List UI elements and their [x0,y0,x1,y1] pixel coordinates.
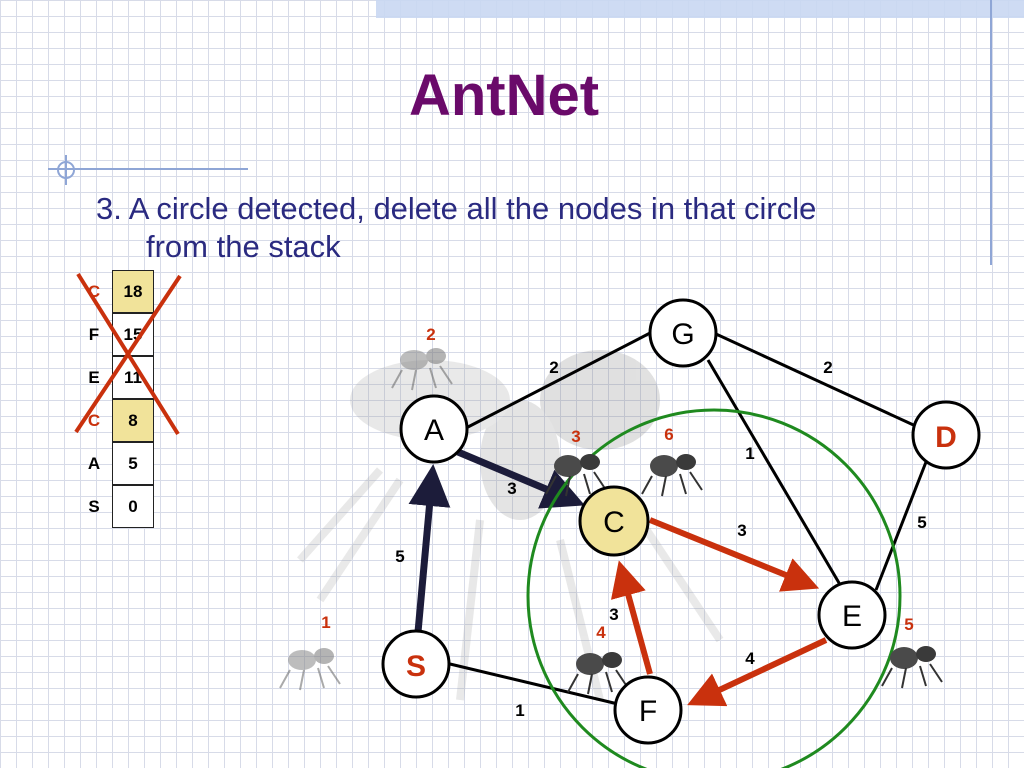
edge-weight: 3 [507,479,516,498]
cycle-arrow-c-e [648,517,820,592]
slide-rule-horizontal [48,168,248,170]
edge-weight: 5 [395,547,404,566]
node-label: F [639,695,657,728]
edge-s-f [449,662,619,706]
edge-weight: 1 [515,701,524,720]
edge-weight: 1 [745,444,754,463]
stack-row: S 0 [88,485,154,528]
node-f: F [613,675,683,745]
edge-weight: 3 [609,605,618,624]
edge-g-e [706,359,844,589]
ant-icon [279,648,341,691]
stack-row: E 11 [88,356,154,399]
stack-value: 11 [112,356,154,399]
slide-title: AntNet [408,63,600,128]
cycle-circle [526,408,902,768]
node-label: E [842,600,862,633]
ant-number: 3 [571,427,580,446]
cross-stroke-2 [74,274,182,434]
stack-label: E [88,368,100,387]
stack-label: A [87,454,101,473]
ant-icon [641,454,703,497]
node-label: D [935,421,957,454]
node-e: E [817,580,887,650]
slide-rule-vertical [990,0,992,265]
bullet-text: 3. A circle detected, delete all the nod… [96,190,946,266]
stack-table: C 18 F 15 E 11 C 8 A 5 S 0 [88,270,154,528]
stack-value: 0 [112,485,154,528]
stack-value: 8 [112,399,154,442]
header-band [376,0,1024,18]
node-c: C [578,485,650,557]
stack-label: S [88,497,100,516]
cycle-arrow-f-c [610,560,653,675]
cycle-arrow-e-f [687,637,828,707]
edge-weight: 3 [737,521,746,540]
edge-d-e [874,461,928,591]
edge-a-g [465,330,653,430]
ant-number: 5 [904,615,913,634]
ant-icon [567,652,629,695]
stack-label: F [88,325,100,344]
stack-value: 18 [112,270,154,313]
node-label: A [424,414,444,447]
node-g: G [648,298,718,368]
ant-icon [545,454,607,497]
node-s: S [381,629,451,699]
ant-number: 2 [426,325,435,344]
edge-weight: 5 [917,513,926,532]
edge-weight: 4 [745,649,755,668]
ant-number: 6 [664,425,673,444]
node-label: S [406,650,426,683]
stack-label: C [87,411,101,430]
edge-g-d [715,332,921,430]
path-arrow-a-c [456,448,585,509]
node-label: G [671,318,694,351]
node-d: D [911,400,981,470]
edge-weight: 2 [823,358,832,377]
ant-icon [391,348,453,391]
ant-number: 4 [596,623,606,642]
path-arrow-s-a [408,464,451,633]
bullet-line-2: from the stack [146,229,341,264]
node-label: C [603,506,625,539]
stack-row: C 8 [88,399,154,442]
ant-number: 1 [321,613,330,632]
delete-cross-icon [74,272,182,436]
node-a: A [399,394,469,464]
stack-row: A 5 [88,442,154,485]
stack-row: C 18 [88,270,154,313]
bullet-line-1: 3. A circle detected, delete all the nod… [96,191,817,226]
edge-weight: 2 [549,358,558,377]
stack-value: 5 [112,442,154,485]
ant-icon [881,646,943,689]
